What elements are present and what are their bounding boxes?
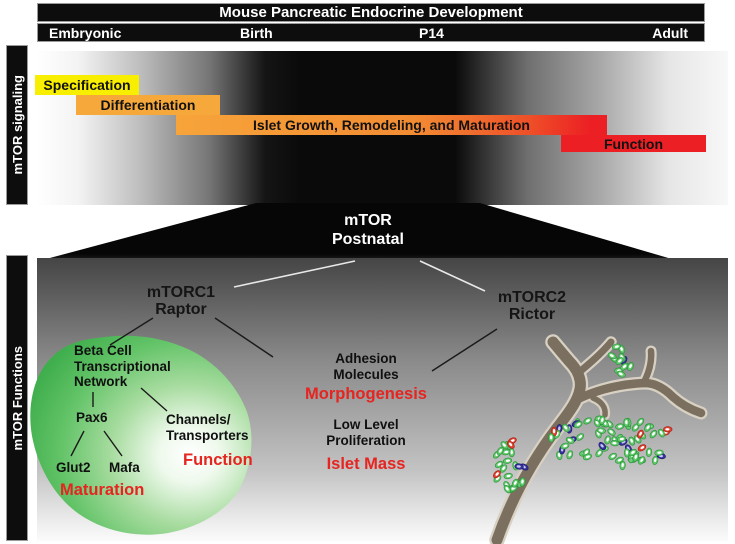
timeline-label-embryonic: Embryonic: [49, 24, 122, 41]
stage-specification: Specification: [35, 75, 139, 95]
mtorc1-name: mTORC1: [146, 284, 216, 301]
proliferation-label: Low Level Proliferation: [286, 417, 446, 448]
adhesion-line1: Adhesion: [335, 351, 397, 366]
mtor-postnatal-line1: mTOR: [344, 212, 392, 229]
node-channels-transporters: Channels/ Transporters: [166, 412, 249, 443]
mtorc2-name: mTORC2: [497, 289, 567, 306]
beta-network-title-line1: Beta Cell: [74, 343, 132, 358]
mtorc2-subunit: Rictor: [508, 306, 556, 323]
figure-title: Mouse Pancreatic Endocrine Development: [219, 4, 523, 21]
proliferation-line2: Proliferation: [326, 432, 406, 448]
node-pax6: Pax6: [76, 410, 108, 425]
node-mafa: Mafa: [109, 460, 140, 475]
stage-islet-growth-label: Islet Growth, Remodeling, and Maturation: [253, 117, 530, 133]
mtor-functions-sidebar: mTOR Functions: [6, 255, 28, 541]
timeline-label-adult: Adult: [652, 24, 688, 41]
outcome-maturation: Maturation: [60, 481, 145, 499]
mtor-functions-sidebar-label: mTOR Functions: [9, 345, 25, 451]
mtor-postnatal-line2: Postnatal: [331, 231, 404, 248]
proliferation-line1: Low Level: [333, 417, 399, 432]
beta-network-title-line3: Network: [74, 374, 128, 389]
stage-differentiation-label: Differentiation: [100, 97, 196, 113]
adhesion-molecules-label: Adhesion Molecules: [286, 351, 446, 382]
mtor-signaling-sidebar-label: mTOR signaling: [9, 75, 25, 175]
adhesion-line2: Molecules: [333, 366, 399, 382]
timeline-bar: Embryonic Birth P14 Adult: [37, 23, 705, 42]
stage-islet-growth: Islet Growth, Remodeling, and Maturation: [176, 115, 607, 135]
stage-specification-label: Specification: [43, 77, 131, 93]
mtor-signaling-sidebar: mTOR signaling: [6, 45, 28, 205]
figure-title-bar: Mouse Pancreatic Endocrine Development: [37, 3, 705, 22]
mtorc1-subunit: Raptor: [155, 301, 207, 318]
stage-function: Function: [561, 135, 706, 152]
outcome-islet-mass: Islet Mass: [326, 455, 406, 473]
beta-network-title: Beta Cell Transcriptional Network: [74, 343, 171, 390]
beta-network-title-line2: Transcriptional: [74, 358, 171, 374]
mtorc1-label: mTORC1 Raptor: [121, 284, 241, 318]
channels-line2: Transporters: [166, 427, 249, 443]
node-glut2: Glut2: [56, 460, 91, 475]
mtorc2-label: mTORC2 Rictor: [468, 289, 596, 323]
outcome-function: Function: [183, 451, 253, 469]
timeline-label-birth: Birth: [240, 24, 273, 41]
timeline-label-p14: P14: [419, 24, 444, 41]
stage-function-label: Function: [603, 135, 664, 152]
stage-differentiation: Differentiation: [76, 95, 220, 115]
channels-line1: Channels/: [166, 412, 231, 427]
outcome-morphogenesis: Morphogenesis: [305, 385, 427, 403]
mtor-postnatal-label: mTOR Postnatal: [296, 211, 440, 249]
